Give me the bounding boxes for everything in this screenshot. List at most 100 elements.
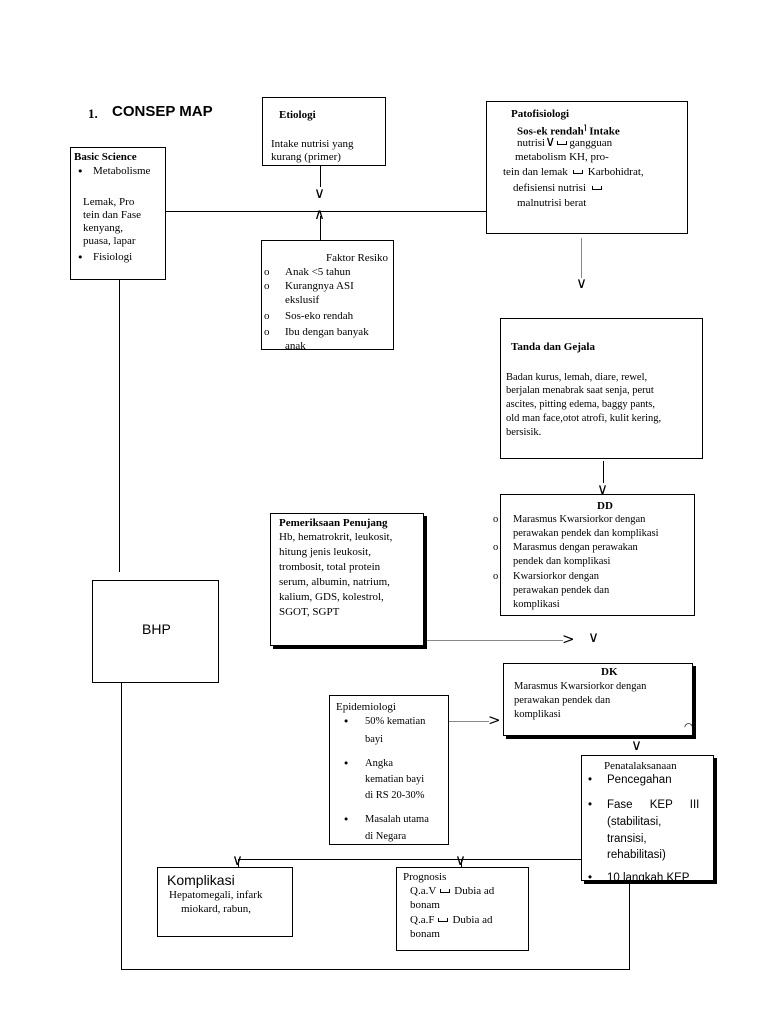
connector-bottom [121, 969, 629, 970]
connector-etiologi-down [320, 165, 321, 187]
connector-bhp-down [121, 683, 122, 970]
patofisiologi-line-1: nutrisi∨gangguan [517, 134, 613, 150]
penatalaksanaan-item-1: •Pencegahan [588, 774, 672, 786]
page-title: CONSEP MAP [112, 103, 213, 120]
dk-box: DK Marasmus Kwarsiorkor dengan perawakan… [503, 663, 693, 736]
arrow-down-dd: ∨ [588, 628, 599, 646]
epidemiologi-item-1b: bayi [365, 734, 384, 745]
connector-penunjang-right [427, 640, 563, 641]
dk-line-1: Marasmus Kwarsiorkor dengan [514, 681, 647, 692]
penunjang-title: Pemeriksaan Penujang [279, 517, 388, 529]
epidemiologi-item-2b: kematian bayi [365, 774, 425, 785]
dd-item-3-line-3: komplikasi [513, 599, 560, 610]
penunjang-box: Pemeriksaan Penujang Hb, hematrokrit, le… [270, 513, 424, 646]
penunjang-line-5: kalium, GDS, kolestrol, [279, 591, 384, 603]
dk-corner-mark: ◠ [684, 722, 694, 733]
penatalaksanaan-box: Penatalaksanaan •Pencegahan •Fase KEP II… [581, 755, 714, 881]
basic-science-sub-4: puasa, lapar [83, 235, 136, 247]
connector-prognosis-tick [461, 859, 462, 867]
basic-science-box: Basic Science Metabolisme Lemak, Pro tei… [70, 147, 166, 280]
arrow-down-etiologi: ∨ [314, 184, 325, 202]
epidemiologi-item-3b: di Negara [365, 831, 407, 842]
prognosis-line-2b: bonam [410, 928, 440, 940]
bhp-label: BHP [142, 621, 171, 637]
patofisiologi-title: Patofisiologi [511, 108, 570, 120]
heading-number: 1. [88, 106, 98, 121]
faktor-resiko-item-2b: ekslusif [285, 294, 320, 306]
penunjang-line-6: SGOT, SGPT [279, 606, 340, 618]
connector-faktor-up [320, 216, 321, 240]
dd-item-3-line-2: perawakan pendek dan [513, 585, 610, 596]
dk-title: DK [601, 666, 618, 678]
arrow-down-prognosis: ∨ [455, 851, 466, 869]
epidemiologi-box: Epidemiologi •50% kematian bayi •Angka k… [329, 695, 449, 845]
arrow-down-patofisiologi: ∨ [576, 274, 587, 292]
basic-science-item-fisiologi: Fisiologi [77, 251, 132, 264]
tanda-gejala-title: Tanda dan Gejala [511, 341, 595, 353]
tanda-gejala-line-5: bersisik. [506, 427, 542, 438]
basic-science-sub-1: Lemak, Pro [83, 196, 135, 208]
faktor-resiko-item-4b: anak [285, 340, 306, 350]
komplikasi-line-2: miokard, rabun, [181, 903, 251, 915]
connector-tanda-down [603, 461, 604, 483]
prognosis-line-1b: bonam [410, 899, 440, 911]
arrow-up-faktor: ∧ [314, 205, 325, 223]
penatalaksanaan-item-2-line-3: transisi, [607, 833, 647, 845]
patofisiologi-line-5: malnutrisi berat [517, 197, 587, 209]
etiologi-title: Etiologi [279, 109, 316, 121]
patofisiologi-line-4: defisiensi nutrisi [513, 182, 604, 195]
komplikasi-box: Komplikasi Hepatomegali, infark miokard,… [157, 867, 293, 937]
komplikasi-line-1: Hepatomegali, infark [169, 889, 263, 901]
penunjang-line-2: hitung jenis leukosit, [279, 546, 371, 558]
penatalaksanaan-item-2-line-2: (stabilitasi, [607, 816, 662, 828]
dd-item-2-line-2: pendek dan komplikasi [513, 556, 611, 567]
connector-epidemiologi-right [449, 721, 489, 722]
arrow-right-epidemiologi: > [488, 711, 501, 729]
epidemiologi-item-2: •Angka [343, 758, 393, 770]
etiologi-line-1: Intake nutrisi yang [271, 138, 354, 150]
penunjang-line-4: serum, albumin, natrium, [279, 576, 390, 588]
arrow-down-dk: ∨ [631, 736, 642, 754]
faktor-resiko-title: Faktor Resiko [326, 252, 389, 264]
tanda-gejala-line-3: ascites, pitting edema, baggy pants, [506, 399, 656, 410]
dd-item-1-line-2: perawakan pendek dan komplikasi [513, 528, 659, 539]
epidemiologi-item-3: •Masalah utama [343, 814, 429, 826]
epidemiologi-item-1: •50% kematian [343, 716, 426, 728]
penunjang-line-3: trombosit, total protein [279, 561, 381, 573]
connector-basic-to-patofisiologi [165, 211, 487, 212]
connector-komplikasi-tick [238, 859, 239, 867]
penatalaksanaan-title: Penatalaksanaan [604, 760, 677, 772]
basic-science-title: Basic Science [74, 151, 137, 163]
penatalaksanaan-item-2: •Fase KEP III [588, 799, 700, 811]
arrow-down-tanda: ∨ [597, 480, 608, 498]
dk-line-3: komplikasi [514, 709, 561, 720]
etiologi-box: Etiologi Intake nutrisi yang kurang (pri… [262, 97, 386, 166]
basic-science-sub-3: kenyang, [83, 222, 124, 234]
bhp-box: BHP [92, 580, 219, 683]
dd-title: DD [597, 500, 613, 512]
tanda-gejala-box: Tanda dan Gejala Badan kurus, lemah, dia… [500, 318, 703, 459]
basic-science-item-metabolisme: Metabolisme [77, 165, 151, 178]
basic-science-sub-2: tein dan Fase [83, 209, 142, 221]
epidemiologi-item-2c: di RS 20-30% [365, 790, 425, 801]
etiologi-line-2: kurang (primer) [271, 151, 341, 163]
arrow-down-komplikasi: ∨ [232, 851, 243, 869]
epidemiologi-title: Epidemiologi [336, 701, 396, 713]
patofisiologi-box: Patofisiologi Sos-ek rendah⌉ Intake nutr… [486, 101, 688, 234]
penatalaksanaan-item-3: •10 langkah KEP [588, 872, 690, 881]
connector-to-komplikasi [238, 859, 581, 860]
dk-line-2: perawakan pendek dan [514, 695, 611, 706]
